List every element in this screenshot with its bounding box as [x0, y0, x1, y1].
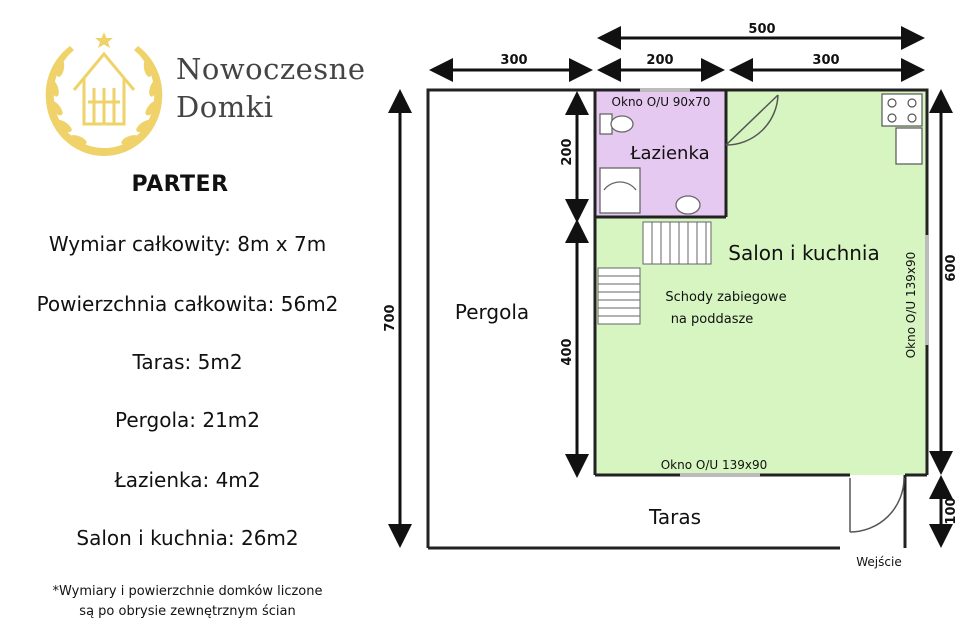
section-heading: PARTER: [131, 172, 229, 197]
dim-inner-salon: 400: [560, 338, 575, 365]
house-icon: [72, 51, 136, 126]
dim-inner-bathroom: 200: [560, 138, 575, 165]
star-icon: [95, 32, 113, 48]
entrance-door: [849, 477, 905, 533]
window-label-bathroom: Okno O/U 90x70: [612, 95, 711, 109]
summary-panel: Nowoczesne Domki PARTER Wymiar całkowity…: [0, 0, 380, 640]
stove-icon: [881, 93, 923, 127]
brand-name-line2: Domki: [176, 90, 274, 124]
dim-right-terrace: 100: [944, 497, 959, 524]
stat-salon: Salon i kuchnia: 26m2: [76, 526, 299, 550]
dim-top-bathroom: 200: [646, 53, 673, 68]
window-label-bottom: Okno O/U 139x90: [661, 458, 768, 472]
brand-name-line1: Nowoczesne: [176, 52, 366, 86]
stat-total-area: Powierzchnia całkowita: 56m2: [36, 292, 339, 316]
counter-icon: [895, 127, 923, 165]
laurel-wreath-icon: [45, 46, 163, 156]
stairs: [597, 221, 712, 325]
stat-bathroom: Łazienka: 4m2: [114, 468, 261, 492]
room-label-bathroom: Łazienka: [629, 143, 709, 164]
stat-pergola: Pergola: 21m2: [114, 408, 261, 432]
room-label-pergola: Pergola: [455, 300, 529, 324]
logo: [45, 32, 163, 156]
stat-terrace: Taras: 5m2: [132, 350, 243, 374]
dimension-lines: [388, 26, 953, 548]
room-label-salon: Salon i kuchnia: [728, 241, 880, 265]
room-label-terrace: Taras: [648, 505, 701, 529]
stat-total-size: Wymiar całkowity: 8m x 7m: [48, 232, 327, 256]
window-label-right: Okno O/U 139x90: [904, 252, 918, 359]
footnote-line1: *Wymiary i powierzchnie domków liczone: [52, 584, 323, 599]
footnote: *Wymiary i powierzchnie domków liczone s…: [0, 582, 375, 622]
stairs-label-line2: na poddasze: [671, 312, 754, 327]
stairs-label-line1: Schody zabiegowe: [665, 290, 786, 305]
dim-top-pergola: 300: [500, 53, 527, 68]
shower-icon: [599, 167, 641, 214]
sink-icon: [675, 195, 701, 215]
dim-left-total: 700: [383, 304, 398, 331]
bathroom-door: [725, 94, 779, 146]
dim-top-total: 500: [748, 22, 775, 37]
entrance-label: Wejście: [856, 555, 901, 569]
footnote-line2: są po obrysie zewnętrznym ścian: [79, 604, 296, 619]
toilet-icon: [599, 113, 634, 135]
dim-right-house: 600: [944, 254, 959, 281]
dim-top-salon: 300: [812, 53, 839, 68]
